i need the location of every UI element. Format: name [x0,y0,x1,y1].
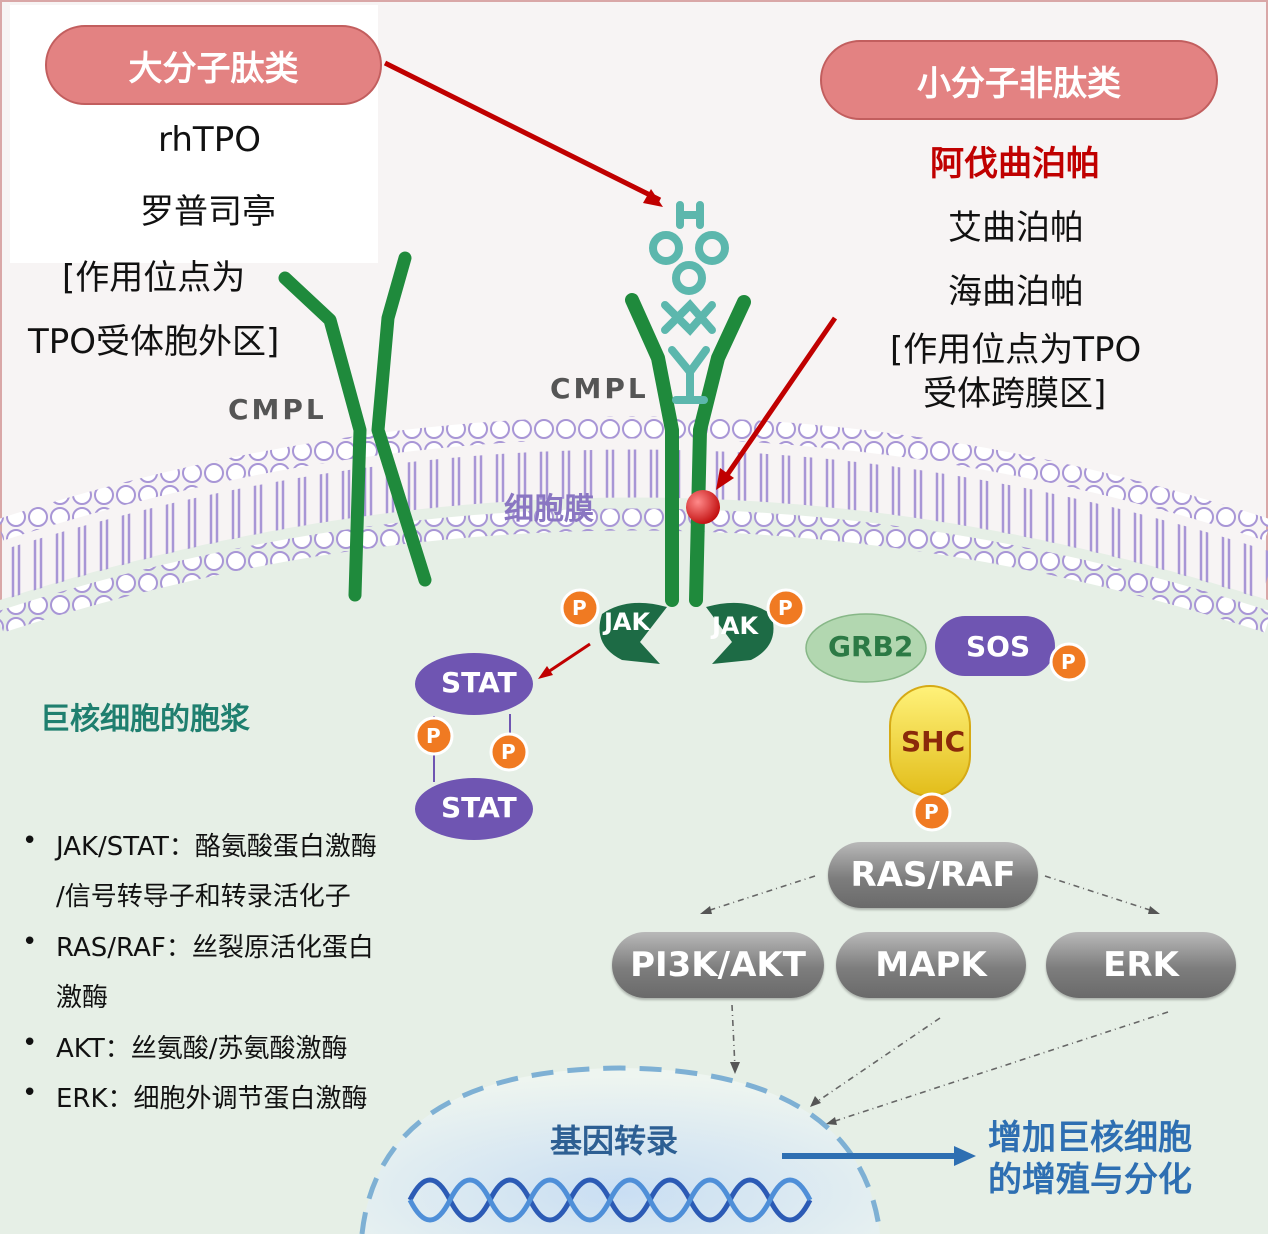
cytoplasm-area [0,497,1268,1234]
cytoplasm-label: 巨核细胞的胞浆 [40,702,250,737]
gene-transcription-label: 基因转录 [550,1122,679,1160]
small-molecule-pill: 小分子非肽类 [820,40,1218,120]
legend-item-akt: • AKT：丝氨酸/苏氨酸激酶 [22,1028,348,1065]
legend-akt-line1: AKT：丝氨酸/苏氨酸激酶 [56,1034,348,1064]
dna-helix [407,1177,813,1223]
phospho-jak-right: P [778,596,793,620]
jak-right-shape [706,602,774,664]
membrane-label: 细胞膜 [504,492,594,527]
cmpl-receptor-left [278,251,432,602]
phospho-stat-right: P [501,740,516,764]
left-site-line1: [作用位点为 [62,258,246,298]
phospho-markers [414,588,1089,832]
tpo-molecule [649,201,729,404]
drug-hetrombopag: 海曲泊帕 [948,272,1084,312]
jak-left-label: JAK [604,608,651,636]
legend-jak-stat-line2: /信号转导子和转录活化子 [56,882,351,912]
cmpl-label-left: CMPL [228,393,327,426]
sos-shape [935,616,1055,676]
large-peptide-pill: 大分子肽类 [45,25,382,105]
nuclear-envelope [359,1065,883,1234]
legend-item-erk: • ERK：细胞外调节蛋白激酶 [22,1078,368,1115]
phospho-stat-left: P [426,724,441,748]
arrows [383,60,1169,1166]
legend-item-jak-stat: • JAK/STAT：酪氨酸蛋白激酶 [22,826,377,863]
legend-ras-raf-line2: 激酶 [56,983,109,1013]
stat-top-label: STAT [441,666,517,699]
outcome-line1: 增加巨核细胞 [988,1118,1192,1158]
right-site-line1: [作用位点为TPO [890,330,1142,370]
drug-romiplostim: 罗普司亭 [140,192,276,232]
erk-pill: ERK [1046,932,1236,998]
right-site-line2: 受体跨膜区] [923,374,1107,414]
pi3k-akt-pill: PI3K/AKT [612,932,824,998]
binding-site-dot [686,490,720,524]
bullet-dot: • [22,1028,38,1058]
drug-eltrombopag: 艾曲泊帕 [948,208,1084,248]
grb2-label: GRB2 [828,630,914,663]
drug-avatrombopag: 阿伐曲泊帕 [930,144,1100,184]
cmpl-label-center: CMPL [550,372,649,405]
legend-item-ras-raf: • RAS/RAF：丝裂原活化蛋白 [22,927,374,964]
phospho-jak-left: P [572,596,587,620]
bullet-dot: • [22,1078,38,1108]
jak-right-label: JAK [712,612,759,640]
legend-ras-raf-line1: RAS/RAF：丝裂原活化蛋白 [56,933,374,963]
sos-label: SOS [966,630,1031,663]
mapk-pill: MAPK [836,932,1026,998]
jak-left-shape [599,602,667,664]
bullet-dot: • [22,826,38,856]
outcome-line2: 的增殖与分化 [988,1160,1192,1200]
ras-raf-pill: RAS/RAF [828,842,1038,908]
drug-rhtpo: rhTPO [158,120,261,160]
phospho-sos: P [1061,650,1076,674]
stat-bottom-shape [415,778,533,840]
legend-jak-stat-line1: JAK/STAT：酪氨酸蛋白激酶 [56,832,377,862]
phospho-shc: P [924,800,939,824]
grb2-shape [805,613,927,683]
legend-erk-line1: ERK：细胞外调节蛋白激酶 [56,1084,368,1114]
cell-membrane [0,416,1268,633]
bullet-dot: • [22,927,38,957]
left-site-line2: TPO受体胞外区] [28,322,280,362]
stat-top-shape [415,653,533,715]
shc-label: SHC [901,725,966,758]
stat-bottom-label: STAT [441,791,517,824]
